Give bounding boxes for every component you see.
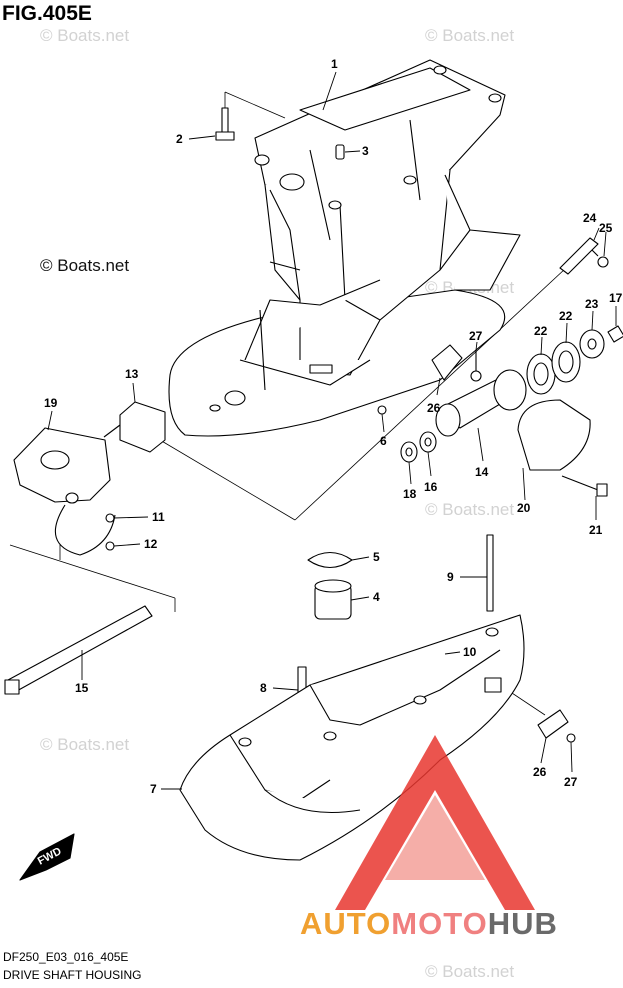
stud-part xyxy=(4,605,153,695)
figure-caption: DRIVE SHAFT HOUSING xyxy=(3,968,142,982)
leader-lines xyxy=(47,71,617,790)
bushing-part xyxy=(435,369,527,437)
callout-13: 13 xyxy=(125,367,139,381)
callout-25: 25 xyxy=(599,221,613,235)
clamp-part xyxy=(517,399,591,471)
brand-logo-graphic xyxy=(335,735,535,910)
brand-part-auto: AUTO xyxy=(300,906,392,941)
callout-12: 12 xyxy=(144,537,158,551)
callout-17: 17 xyxy=(609,291,623,305)
drive-shaft-housing-part xyxy=(168,59,521,437)
callout-8: 8 xyxy=(260,681,267,695)
watermark-main: © Boats.net xyxy=(40,256,130,275)
callout-18: 18 xyxy=(403,487,417,501)
screw-part xyxy=(566,733,576,743)
callout-27: 27 xyxy=(469,329,483,343)
callout-5: 5 xyxy=(373,550,380,564)
brand-wordmark: AUTOMOTOHUB xyxy=(300,906,558,942)
callout-1: 1 xyxy=(331,57,338,71)
callout-20: 20 xyxy=(517,501,531,515)
washer-part xyxy=(526,353,556,395)
callout-21: 21 xyxy=(589,523,603,537)
brand-part-hub: HUB xyxy=(487,906,558,941)
washer-part xyxy=(400,441,418,463)
nut-part xyxy=(607,325,623,343)
callout-23: 23 xyxy=(585,297,599,311)
callout-26: 26 xyxy=(533,765,547,779)
snap-ring-part xyxy=(307,551,353,569)
screw-part xyxy=(377,405,387,415)
callout-15: 15 xyxy=(75,681,89,695)
watermark: © Boats.net xyxy=(425,962,515,981)
plate-part xyxy=(537,709,569,739)
washer-part xyxy=(551,341,581,383)
screw-part xyxy=(105,513,115,523)
brand-part-moto: MOTO xyxy=(391,906,488,941)
lower-housing-part xyxy=(179,614,525,861)
screw-part xyxy=(591,249,609,268)
sensor-part xyxy=(103,401,166,453)
callout-7: 7 xyxy=(150,782,157,796)
washer-part xyxy=(419,431,437,453)
callout-22: 22 xyxy=(559,309,573,323)
callout-27: 27 xyxy=(564,775,578,789)
assembly-lines xyxy=(9,91,581,716)
screw-part xyxy=(470,350,482,382)
stud-part xyxy=(486,534,494,612)
holder-part xyxy=(13,427,116,556)
plate-part xyxy=(559,237,599,275)
drawing-code: DF250_E03_016_405E xyxy=(3,950,129,964)
screw-part xyxy=(105,541,115,551)
gear-part xyxy=(314,579,352,620)
callout-2: 2 xyxy=(176,132,183,146)
watermark: © Boats.net xyxy=(425,26,515,45)
washer-part xyxy=(579,329,605,359)
callout-10: 10 xyxy=(463,645,477,659)
plate-part xyxy=(431,344,463,381)
callout-3: 3 xyxy=(362,144,369,158)
watermark: © Boats.net xyxy=(40,735,130,754)
callout-11: 11 xyxy=(152,510,165,524)
callout-14: 14 xyxy=(475,465,489,479)
callout-26: 26 xyxy=(427,401,441,415)
watermark: © Boats.net xyxy=(425,500,515,519)
callout-19: 19 xyxy=(44,396,58,410)
callout-4: 4 xyxy=(373,590,380,604)
callout-24: 24 xyxy=(583,211,597,225)
callout-22: 22 xyxy=(534,324,548,338)
fwd-arrow-icon xyxy=(19,833,75,881)
callout-16: 16 xyxy=(424,480,438,494)
callout-9: 9 xyxy=(447,570,454,584)
figure-title: FIG.405E xyxy=(2,2,92,25)
bolt-part xyxy=(561,475,608,497)
bolt-part xyxy=(215,107,235,141)
callout-6: 6 xyxy=(380,434,387,448)
watermark: © Boats.net xyxy=(40,26,130,45)
dowel-pin-part xyxy=(335,144,345,160)
